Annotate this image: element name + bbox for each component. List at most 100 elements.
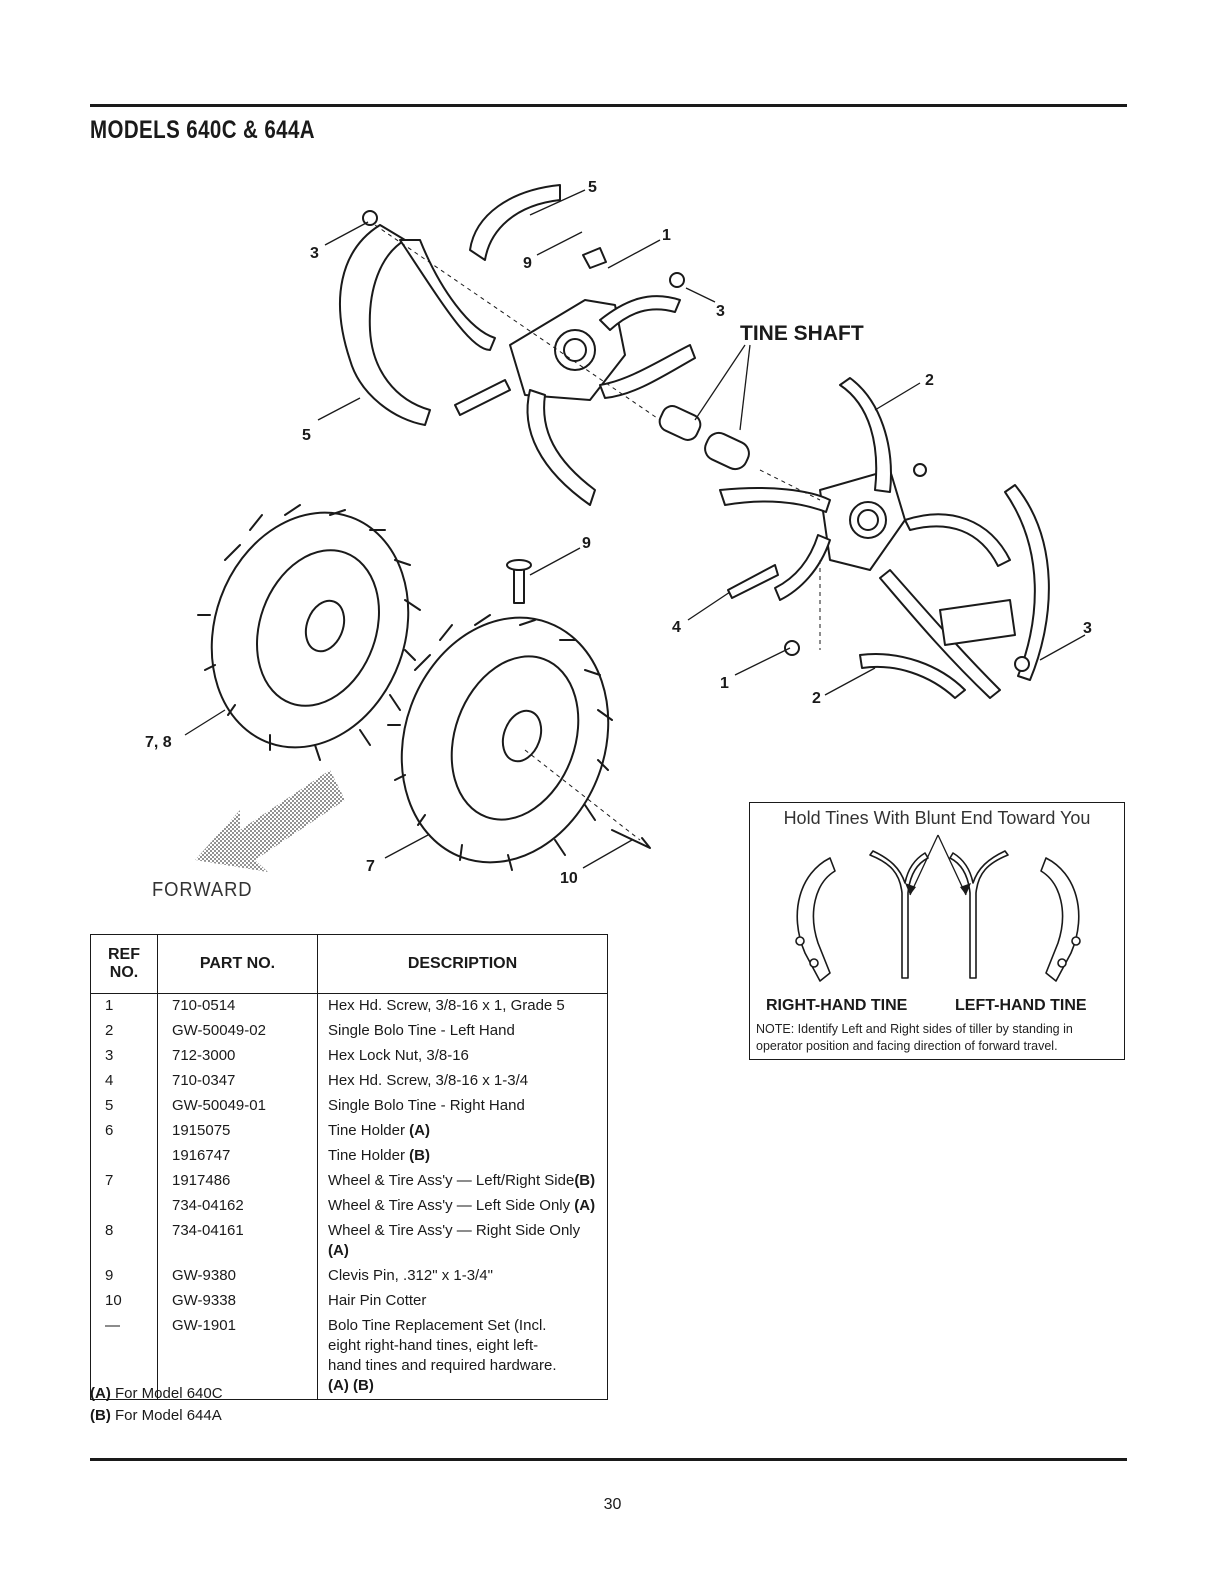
part-cell: 1915075 [157, 1119, 318, 1144]
callout-7-8: 7, 8 [145, 734, 172, 751]
ref-cell: 5 [105, 1097, 114, 1114]
table-row: 3 712-3000 Hex Lock Nut, 3/8-16 [91, 1044, 608, 1069]
model-footnotes: (A) For Model 640C (B) For Model 644A [90, 1383, 223, 1427]
table-row: 2 GW-50049-02 Single Bolo Tine - Left Ha… [91, 1019, 608, 1044]
desc-text: Wheel & Tire Ass'y — Right Side Only [328, 1222, 581, 1239]
ref-cell: 6 [105, 1122, 114, 1139]
right-tine-front-icon [869, 850, 929, 979]
part-cell: GW-50049-01 [157, 1094, 318, 1119]
model-note: (B) [409, 1147, 430, 1164]
part-cell: GW-9380 [157, 1264, 318, 1289]
desc-cell: Hex Hd. Screw, 3/8-16 x 1-3/4 [317, 1069, 608, 1094]
part-cell: 1917486 [157, 1169, 318, 1194]
callout-4: 4 [672, 619, 681, 636]
page-number: 30 [603, 1496, 622, 1513]
left-tine-assembly [339, 184, 696, 506]
ref-cell: 9 [105, 1267, 114, 1284]
callout-2-top: 2 [925, 372, 934, 389]
ref-cell: 4 [105, 1072, 114, 1089]
callout-10: 10 [560, 870, 578, 887]
desc-text: Single Bolo Tine - Right Hand [328, 1097, 525, 1114]
ref-cell: 1 [105, 997, 114, 1014]
desc-text: Clevis Pin, .312" x 1-3/4" [328, 1267, 493, 1284]
table-row: 7 1917486 Wheel & Tire Ass'y — Left/Righ… [91, 1169, 608, 1194]
wheel-rear [197, 504, 421, 761]
desc-text: Wheel & Tire Ass'y — Left Side Only [328, 1197, 571, 1214]
forward-label: FORWARD [152, 879, 253, 901]
col-ref: REF NO. [90, 934, 158, 994]
part-cell: 710-0347 [157, 1069, 318, 1094]
model-note: (A) [409, 1122, 430, 1139]
callout-3-right: 3 [1083, 620, 1092, 637]
table-row: 1 710-0514 Hex Hd. Screw, 3/8-16 x 1, Gr… [91, 993, 608, 1019]
footnote-b: (B) For Model 644A [90, 1405, 223, 1427]
part-cell: GW-50049-02 [157, 1019, 318, 1044]
desc-text: Tine Holder [328, 1147, 405, 1164]
right-hand-tine-label: RIGHT-HAND TINE [766, 997, 908, 1014]
ref-cell: 8 [105, 1222, 114, 1239]
desc-cell: Wheel & Tire Ass'y — Left/Right Side(B) [317, 1169, 608, 1194]
part-cell: 710-0514 [157, 993, 318, 1019]
desc-cell: Tine Holder (B) [317, 1144, 608, 1169]
model-note: (A) [574, 1197, 596, 1214]
callout-1-bottom: 1 [720, 675, 729, 692]
ref-cell [91, 1194, 158, 1219]
model-note: (A) [328, 1242, 349, 1259]
table-row: 10 GW-9338 Hair Pin Cotter [91, 1289, 608, 1314]
callout-9-top: 9 [523, 255, 532, 272]
tine-box-note: NOTE: Identify Left and Right sides of t… [756, 1022, 1073, 1053]
model-note: (A) (B) [328, 1377, 374, 1394]
left-tine-front-icon [949, 850, 1009, 979]
desc-text: Bolo Tine Replacement Set (Incl. eight r… [328, 1317, 557, 1374]
ref-cell: 7 [105, 1172, 114, 1189]
callout-7: 7 [366, 858, 375, 875]
table-row: 5 GW-50049-01 Single Bolo Tine - Right H… [91, 1094, 608, 1119]
col-part: PART NO. [157, 934, 318, 994]
table-row: — GW-1901 Bolo Tine Replacement Set (Inc… [91, 1314, 608, 1400]
parts-table: REF NO. PART NO. DESCRIPTION 1 710-0514 … [90, 934, 608, 1400]
table-row: 734-04162 Wheel & Tire Ass'y — Left Side… [91, 1194, 608, 1219]
footnote-b-key: (B) [90, 1407, 111, 1424]
desc-text: Hex Lock Nut, 3/8-16 [328, 1047, 469, 1064]
part-cell: 1916747 [157, 1144, 318, 1169]
tine-orientation-box: Hold Tines With Blunt End Toward You RIG… [749, 802, 1125, 1060]
desc-text: Hex Hd. Screw, 3/8-16 x 1, Grade 5 [328, 997, 565, 1014]
tine-box-heading: Hold Tines With Blunt End Toward You [783, 808, 1091, 828]
model-note: (B) [574, 1172, 596, 1189]
footnote-b-text: For Model 644A [115, 1407, 222, 1424]
callout-5-left: 5 [302, 427, 311, 444]
callout-3-left: 3 [310, 245, 319, 262]
table-row: 6 1915075 Tine Holder (A) [91, 1119, 608, 1144]
desc-cell: Tine Holder (A) [317, 1119, 608, 1144]
desc-cell: Clevis Pin, .312" x 1-3/4" [317, 1264, 608, 1289]
callout-3-mid: 3 [716, 303, 725, 320]
desc-cell: Wheel & Tire Ass'y — Right Side Only (A) [317, 1219, 608, 1264]
page-title: MODELS 640C & 644A [90, 116, 315, 144]
callout-5-top: 5 [588, 179, 597, 196]
desc-cell: Single Bolo Tine - Left Hand [317, 1019, 608, 1044]
top-rule [90, 104, 1127, 107]
left-tine-side-icon [1040, 857, 1080, 982]
bottom-rule [90, 1458, 1127, 1461]
ref-cell: 3 [105, 1047, 114, 1064]
desc-cell: Single Bolo Tine - Right Hand [317, 1094, 608, 1119]
desc-text: Single Bolo Tine - Left Hand [328, 1022, 515, 1039]
desc-text: Hex Hd. Screw, 3/8-16 x 1-3/4 [328, 1072, 529, 1089]
part-cell: GW-9338 [157, 1289, 318, 1314]
tine-shaft-label: TINE SHAFT [740, 322, 864, 345]
desc-text: Wheel & Tire Ass'y — Left/Right Side [328, 1172, 575, 1189]
left-hand-tine-label: LEFT-HAND TINE [955, 997, 1087, 1014]
callout-2-bottom: 2 [812, 690, 821, 707]
ref-cell: 2 [105, 1022, 114, 1039]
hair-pin-cotter [611, 829, 651, 849]
part-cell: 712-3000 [157, 1044, 318, 1069]
desc-cell: Wheel & Tire Ass'y — Left Side Only (A) [317, 1194, 608, 1219]
table-row: 4 710-0347 Hex Hd. Screw, 3/8-16 x 1-3/4 [91, 1069, 608, 1094]
forward-arrow-icon [195, 770, 345, 872]
ref-cell [91, 1144, 158, 1169]
callout-1-top: 1 [662, 227, 671, 244]
desc-text: Hair Pin Cotter [328, 1292, 427, 1309]
table-row: 9 GW-9380 Clevis Pin, .312" x 1-3/4" [91, 1264, 608, 1289]
footnote-a-text: For Model 640C [115, 1385, 223, 1402]
wheel-front [387, 614, 613, 871]
